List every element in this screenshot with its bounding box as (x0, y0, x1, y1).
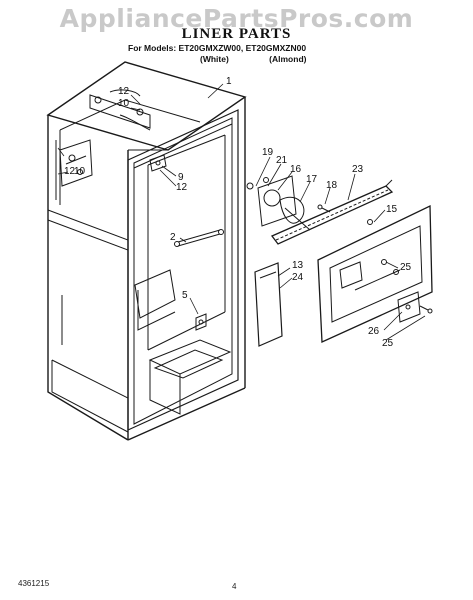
evaporator-channel (270, 179, 394, 245)
callout-23: 23 (352, 164, 364, 175)
color-variants: (White) (Almond) (200, 54, 400, 64)
leader-lines (57, 83, 426, 341)
callout-13: 13 (292, 260, 304, 271)
drain-fitting (195, 313, 207, 331)
light-socket (149, 154, 167, 172)
watermark-text: AppliancePartsPros.com (59, 4, 414, 33)
callout-labels: 1 12 10 12 10 9 12 2 5 19 21 16 17 18 23… (64, 76, 412, 349)
callout-9: 9 (178, 172, 184, 183)
callout-19: 19 (262, 147, 274, 158)
callout-10-top: 10 (118, 98, 130, 109)
color-almond-label: (Almond) (269, 54, 307, 64)
callout-25-upper: 25 (400, 262, 412, 273)
callout-18: 18 (326, 180, 338, 191)
callout-10-left: 10 (74, 166, 86, 177)
callout-21: 21 (276, 155, 288, 166)
cover-bracket (397, 291, 433, 323)
callout-12-left: 12 (64, 166, 76, 177)
page-title: LINER PARTS (181, 26, 292, 42)
thermostat-bracket (59, 139, 93, 187)
callout-5: 5 (182, 290, 188, 301)
callout-12-mid: 12 (176, 182, 188, 193)
liner-cabinet (46, 61, 247, 441)
callout-25-lower: 25 (382, 338, 394, 349)
callout-12-top: 12 (118, 86, 130, 97)
evaporator-fan-assembly (246, 175, 311, 231)
callout-17: 17 (306, 174, 318, 185)
callout-26: 26 (368, 326, 380, 337)
callout-15: 15 (386, 204, 398, 215)
shelf-support-rod (174, 229, 224, 247)
callout-1: 1 (226, 76, 232, 87)
color-white-label: (White) (200, 54, 229, 64)
models-line: For Models: ET20GMXZW00, ET20GMXZN00 (128, 43, 307, 53)
callout-24: 24 (292, 272, 304, 283)
callout-2: 2 (170, 232, 176, 243)
trim-panel (254, 262, 283, 347)
evaporator-cover-panel (317, 204, 433, 343)
document-code: 4361215 (18, 579, 50, 588)
page-number: 4 (232, 582, 237, 591)
callout-16: 16 (290, 164, 302, 175)
